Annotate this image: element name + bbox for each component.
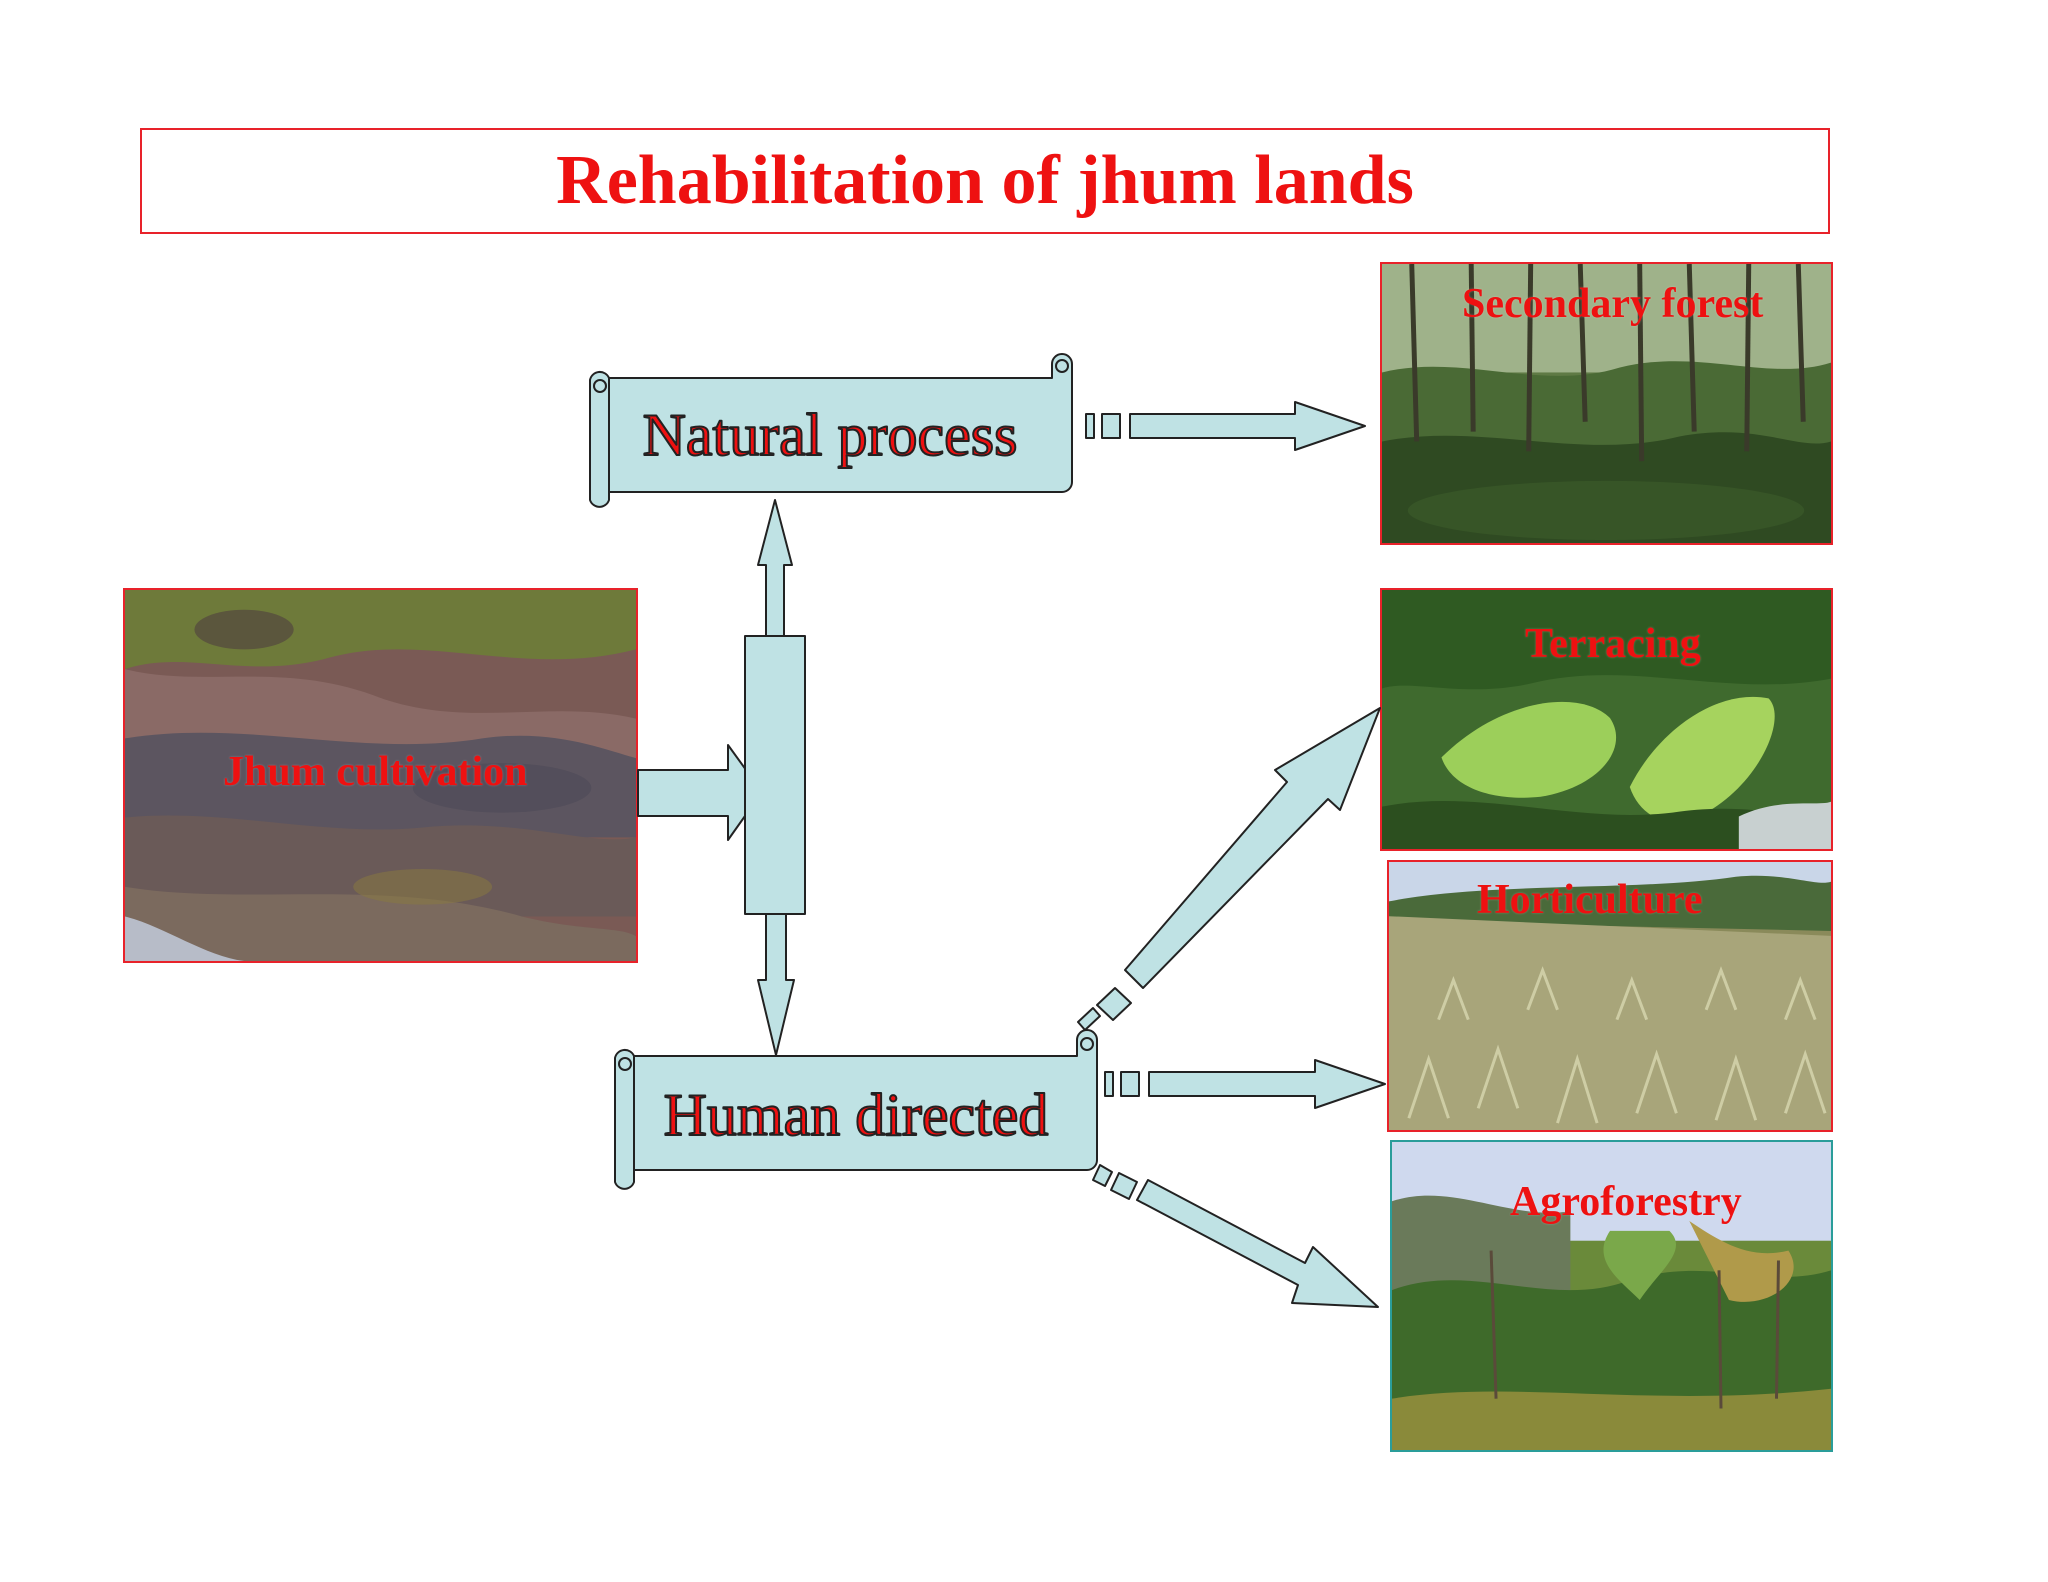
horticulture-label: Horticulture — [1477, 877, 1703, 923]
jhum-cultivation-photo: Jhum cultivation — [123, 588, 638, 963]
agroforestry-label: Agroforestry — [1510, 1179, 1742, 1225]
arrow-to-terracing — [1077, 707, 1381, 1031]
arrow-to-secondary-forest — [1085, 401, 1366, 451]
natural-process-label: Natural process — [643, 402, 1018, 468]
forest-photo-image — [1382, 264, 1831, 543]
human-directed-scroll — [614, 1029, 1098, 1190]
natural-process-scroll — [589, 353, 1073, 508]
horticulture-photo-image — [1389, 862, 1831, 1130]
arrow-to-horticulture — [1104, 1059, 1386, 1109]
agroforestry-photo-image — [1392, 1142, 1831, 1450]
terracing-photo: Terracing — [1380, 588, 1833, 851]
horticulture-photo: Horticulture — [1387, 860, 1833, 1132]
secondary-forest-label: Secondary forest — [1462, 281, 1764, 327]
page-title: Rehabilitation of jhum lands — [556, 142, 1414, 219]
terracing-photo-image — [1382, 590, 1831, 849]
down-arrow-human — [757, 913, 795, 1056]
title-box: Rehabilitation of jhum lands — [140, 128, 1830, 234]
terracing-label: Terracing — [1525, 621, 1701, 667]
secondary-forest-photo: Secondary forest — [1380, 262, 1833, 545]
human-directed-label: Human directed — [664, 1082, 1049, 1148]
connector-bar — [744, 635, 806, 915]
jhum-to-bar-arrow — [637, 744, 763, 841]
jhum-cultivation-label: Jhum cultivation — [223, 749, 528, 795]
jhum-photo-image — [125, 590, 636, 961]
up-arrow-natural — [757, 499, 793, 637]
agroforestry-photo: Agroforestry — [1390, 1140, 1833, 1452]
arrow-to-agroforestry — [1092, 1164, 1379, 1308]
